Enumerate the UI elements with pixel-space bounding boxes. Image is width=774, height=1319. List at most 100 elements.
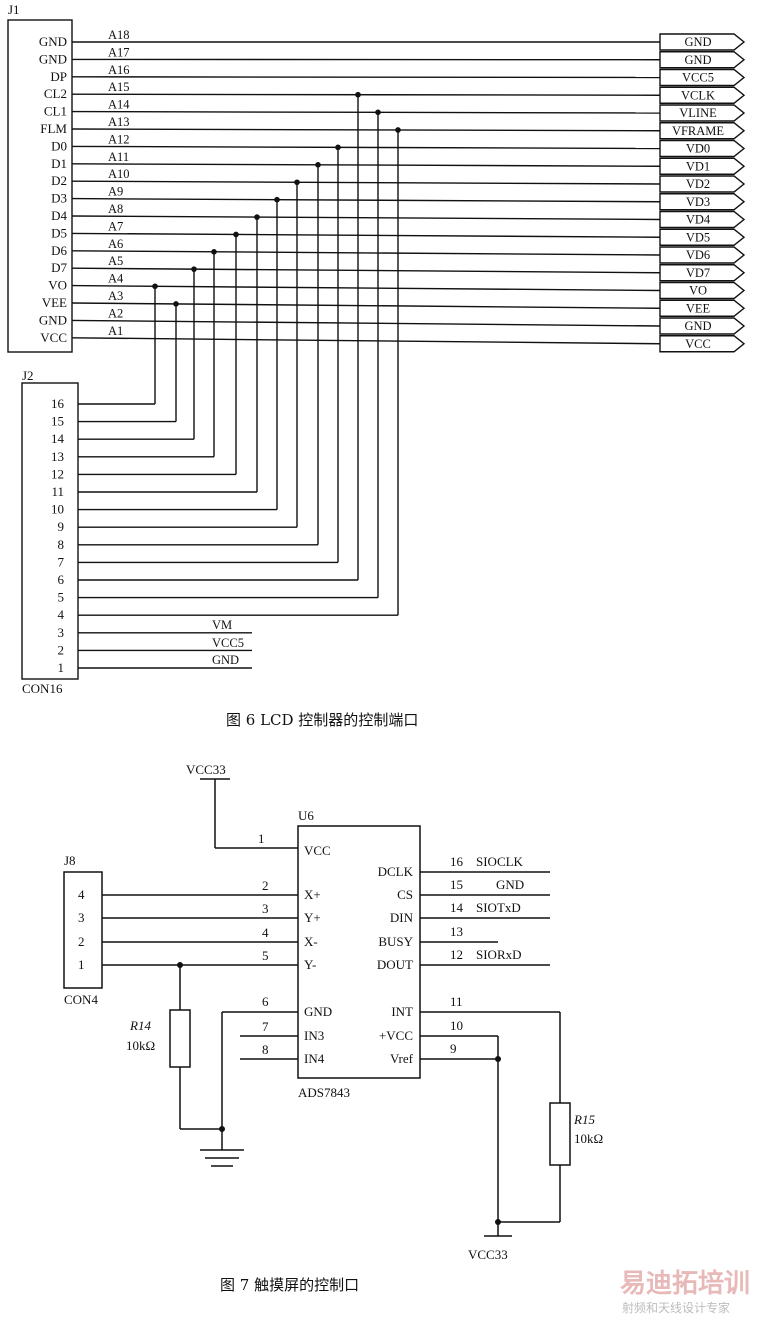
- u6-right-pin-name-11: INT: [391, 1004, 413, 1019]
- j2-pin-label: 8: [58, 537, 65, 552]
- u6-right-pin-name-9: Vref: [390, 1051, 414, 1066]
- bus-wire: [71, 284, 661, 292]
- u6-right-pin-num-12: 12: [450, 947, 463, 962]
- j2-pin-label: 9: [58, 519, 65, 534]
- u6-part-label: ADS7843: [298, 1085, 350, 1100]
- j1-pin-label: VO: [48, 278, 67, 293]
- u6-left-pin-name-1: VCC: [304, 843, 331, 858]
- j2-net-gnd: GND: [212, 653, 239, 667]
- junction-dot: [233, 231, 239, 238]
- connector-flag: [659, 281, 746, 300]
- bus-wire: [71, 337, 661, 345]
- wire-label: A8: [108, 202, 123, 216]
- u6-right-pin-name-12: DOUT: [377, 957, 413, 972]
- connector-label: VD5: [686, 230, 710, 244]
- u6-right-pin-name-14: DIN: [390, 910, 414, 925]
- j2-pin-label: 11: [51, 484, 64, 499]
- r15-ref-label: R15: [573, 1112, 595, 1127]
- j8-pin-1: 1: [78, 957, 85, 972]
- connector-label: VD4: [686, 213, 711, 227]
- j2-pin-label: 1: [58, 660, 65, 675]
- connector-label: VD2: [686, 177, 710, 191]
- junction-vcc33-bottom: [495, 1219, 501, 1225]
- fig7-caption: 图 7 触摸屏的控制口: [220, 1276, 359, 1294]
- j2-pin-label: 14: [51, 431, 65, 446]
- j1-pin-label: GND: [39, 51, 67, 66]
- connector-flag: [659, 228, 746, 246]
- connector-flag: [659, 299, 746, 317]
- wire-label: A2: [108, 306, 123, 320]
- u6-chip-body: [297, 825, 421, 1079]
- j1-pin-label: D5: [51, 225, 67, 240]
- connector-label: GND: [684, 319, 711, 333]
- connector-label: GND: [684, 35, 711, 49]
- junction-dot: [152, 283, 158, 290]
- bus-wire: [71, 302, 661, 309]
- u6-ref-label: U6: [298, 808, 314, 823]
- u6-right-pin-num-16: 16: [450, 854, 464, 869]
- u6-right-pin-num-13: 13: [450, 924, 463, 939]
- bus-wire: [71, 197, 661, 203]
- junction-dot: [294, 179, 300, 186]
- j1-pin-label: D6: [51, 243, 67, 258]
- junction-gnd: [219, 1126, 225, 1132]
- u6-right-pin-num-11: 11: [450, 994, 463, 1009]
- j1-ref-label: J1: [8, 2, 20, 17]
- j1-pin-label: VEE: [42, 295, 67, 310]
- r14-ref-label: R14: [129, 1018, 151, 1033]
- u6-left-pin-name-2: X+: [304, 887, 321, 902]
- j2-net-vcc5: VCC5: [212, 636, 244, 650]
- u6-left-pin-num-8: 8: [262, 1042, 269, 1057]
- bus-wire: [71, 76, 661, 79]
- connector-label: VCC: [685, 337, 711, 351]
- u6-right-net-14: SIOTxD: [476, 900, 521, 915]
- j1-pin-label: D1: [51, 156, 67, 171]
- connector-label: VCC5: [682, 71, 714, 85]
- connector-label: GND: [684, 53, 711, 67]
- j2-ref-label: J2: [22, 368, 34, 383]
- connector-label: VD7: [686, 266, 710, 280]
- u6-right-pin-name-15: CS: [397, 887, 413, 902]
- junction-dot: [375, 109, 381, 116]
- u6-right-net-16: SIOCLK: [476, 854, 524, 869]
- j1-pin-label: D3: [51, 191, 67, 206]
- u6-left-pin-num-7: 7: [262, 1019, 269, 1034]
- j2-pin-label: 4: [58, 607, 65, 622]
- u6-right-pin-name-10: +VCC: [379, 1028, 413, 1043]
- u6-left-pin-num-5: 5: [262, 948, 269, 963]
- j2-pin-label: 10: [51, 502, 64, 517]
- u6-left-pin-num-6: 6: [262, 994, 269, 1009]
- u6-right-net-12: SIORxD: [476, 947, 522, 962]
- connector-label: VD6: [686, 248, 710, 262]
- j1-pin-label: CL2: [44, 86, 67, 101]
- wire-label: A6: [108, 237, 123, 251]
- u6-left-pin-name-3: Y+: [304, 910, 321, 925]
- j1-pin-label: D0: [51, 138, 67, 153]
- j8-connector-body: [63, 871, 103, 989]
- touchscreen-junctions: [177, 962, 501, 1225]
- junction-dot: [315, 162, 321, 168]
- u6-left-pin-num-1: 1: [258, 831, 265, 846]
- u6-right-pin-num-15: 15: [450, 877, 463, 892]
- u6-left-pin-num-3: 3: [262, 901, 269, 916]
- junction-dot: [211, 249, 217, 255]
- j1-pin-label: DP: [50, 69, 67, 84]
- bus-wire: [71, 128, 661, 132]
- wire-label: A7: [108, 219, 123, 233]
- bus-wire: [71, 267, 661, 274]
- u6-right-pin-name-16: DCLK: [378, 864, 414, 879]
- junction-dot: [254, 214, 260, 220]
- connector-flag: [659, 51, 746, 69]
- bus-wire: [71, 250, 661, 256]
- j2-pin-label: 5: [58, 590, 65, 605]
- lcd-bus-verticals: [78, 91, 401, 669]
- bus-wire: [71, 110, 661, 114]
- connector-label: VEE: [686, 301, 711, 315]
- connector-label: VFRAME: [672, 124, 724, 138]
- bus-wire: [71, 319, 661, 327]
- connector-flag: [659, 139, 746, 158]
- watermark-logo: 易迪拓培训 射频和天线设计专家: [620, 1269, 750, 1315]
- connector-flag: [659, 86, 746, 104]
- connector-label: VD3: [686, 195, 710, 209]
- connector-flag: [659, 104, 746, 122]
